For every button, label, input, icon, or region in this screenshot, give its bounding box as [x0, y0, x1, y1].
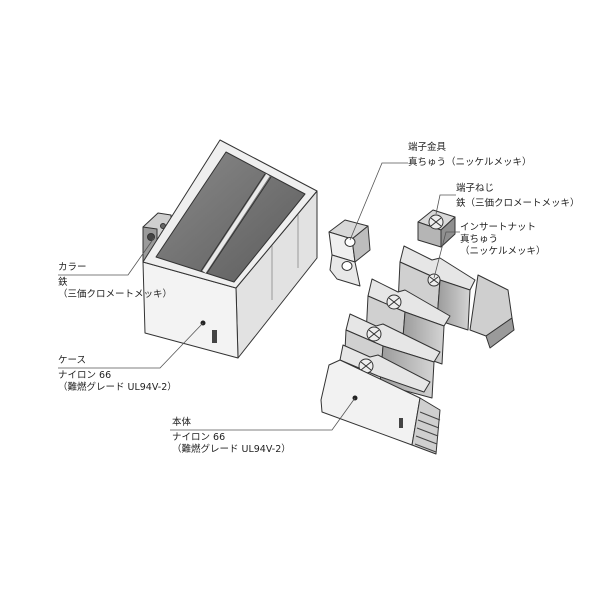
label-insert-nut-title: インサートナット — [460, 222, 537, 233]
case-marking — [212, 330, 217, 343]
body-ribs — [414, 411, 441, 453]
terminal-fitting — [328, 219, 371, 287]
label-insert-nut-finish: （ニッケルメッキ） — [460, 246, 546, 257]
leader-terminal-fitting — [349, 162, 408, 241]
label-case: ケース ナイロン 66 （難燃グレード UL94V-2） — [58, 355, 177, 394]
body-marking — [399, 418, 403, 428]
leader-collar — [58, 237, 155, 276]
label-terminal-screw-material: 鉄（三価クロメートメッキ） — [456, 198, 580, 209]
label-body-grade: （難燃グレード UL94V-2） — [172, 444, 291, 455]
label-collar-material: 鉄 — [58, 277, 68, 288]
leader-terminal-screw — [435, 194, 456, 215]
label-collar-title: カラー — [58, 262, 87, 273]
label-terminal-fitting: 端子金具 真ちゅう（ニッケルメッキ） — [408, 142, 532, 169]
terminal-screw — [417, 209, 456, 248]
leader-lines — [58, 162, 460, 431]
label-case-material: ナイロン 66 — [58, 370, 112, 381]
label-insert-nut: インサートナット 真ちゅう （ニッケルメッキ） — [460, 222, 546, 258]
label-body-title: 本体 — [172, 417, 192, 428]
label-terminal-screw: 端子ねじ 鉄（三価クロメートメッキ） — [456, 183, 580, 210]
label-case-title: ケース — [58, 355, 87, 366]
label-collar-finish: （三価クロメートメッキ） — [58, 289, 173, 300]
label-collar: カラー 鉄 （三価クロメートメッキ） — [58, 262, 172, 301]
label-terminal-screw-title: 端子ねじ — [456, 183, 495, 194]
label-insert-nut-material: 真ちゅう — [460, 234, 499, 245]
label-body: 本体 ナイロン 66 （難燃グレード UL94V-2） — [172, 417, 291, 456]
leader-insert-nut — [433, 231, 460, 279]
label-body-material: ナイロン 66 — [172, 432, 226, 443]
label-terminal-fitting-material: 真ちゅう（ニッケルメッキ） — [408, 157, 532, 168]
label-case-grade: （難燃グレード UL94V-2） — [58, 382, 177, 393]
leader-case — [58, 322, 204, 369]
leader-body — [170, 397, 356, 431]
label-terminal-fitting-title: 端子金具 — [408, 142, 447, 153]
case — [142, 139, 318, 359]
terminal-block-body — [320, 245, 515, 455]
